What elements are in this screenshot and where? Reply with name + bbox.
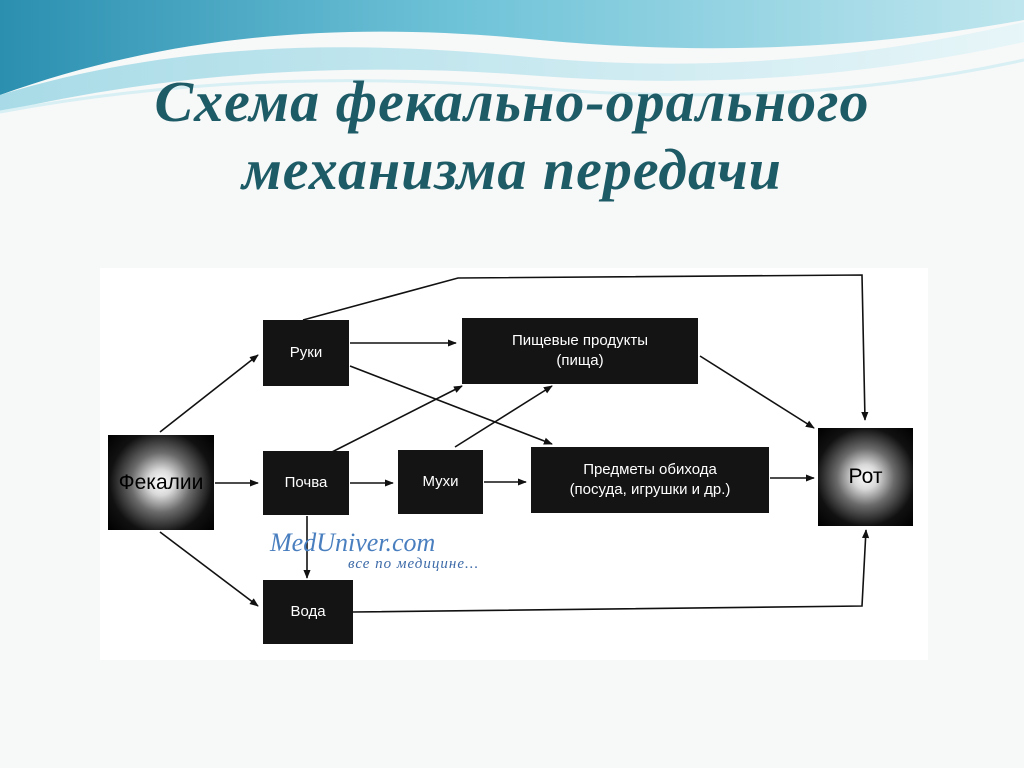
page-title: Схема фекально-орального механизма перед… bbox=[0, 68, 1024, 204]
node-fekalii: Фекалии bbox=[108, 435, 214, 530]
title-line-2: механизма передачи bbox=[242, 137, 782, 202]
node-rot-label: Рот bbox=[848, 465, 883, 488]
node-fekalii-label: Фекалии bbox=[118, 470, 204, 494]
node-voda-label: Вода bbox=[290, 603, 326, 620]
node-voda: Вода bbox=[263, 580, 353, 644]
edge-pishchevye-rot bbox=[699, 355, 815, 429]
node-pochva: Почва bbox=[263, 451, 349, 515]
node-mukhi-label: Мухи bbox=[422, 473, 459, 490]
node-ruki: Руки bbox=[263, 320, 349, 386]
edge-mukhi-pishchevye bbox=[454, 385, 553, 448]
node-predmety: Предметы обихода (посуда, игрушки и др.) bbox=[531, 447, 769, 513]
node-pishchevye-label-1: Пищевые продукты bbox=[511, 332, 649, 349]
node-pochva-label: Почва bbox=[284, 474, 328, 491]
node-rot: Рот bbox=[818, 428, 913, 526]
node-ruki-label: Руки bbox=[289, 344, 323, 361]
node-pishchevye: Пищевые продукты (пища) bbox=[462, 318, 698, 384]
header-wave-decoration bbox=[0, 0, 1024, 114]
edge-ruki-predmety bbox=[349, 365, 553, 445]
title-line-1: Схема фекально-орального bbox=[154, 69, 870, 134]
node-predmety-label-2: (посуда, игрушки и др.) bbox=[569, 481, 731, 498]
edge-fekalii-voda bbox=[159, 531, 259, 607]
node-predmety-label-1: Предметы обихода bbox=[583, 461, 717, 478]
watermark-line-2: все по медицине... bbox=[348, 556, 480, 572]
node-mukhi: Мухи bbox=[398, 450, 483, 514]
watermark: MedUniver.com все по медицине... bbox=[270, 528, 480, 573]
edge-fekalii-ruki bbox=[159, 354, 259, 433]
edge-voda-rot bbox=[352, 529, 870, 613]
node-pishchevye-label-2: (пища) bbox=[556, 352, 604, 369]
watermark-line-1: MedUniver.com bbox=[270, 528, 436, 557]
edge-pochva-pishchevye bbox=[329, 385, 463, 454]
edge-ruki-rot bbox=[302, 274, 869, 421]
